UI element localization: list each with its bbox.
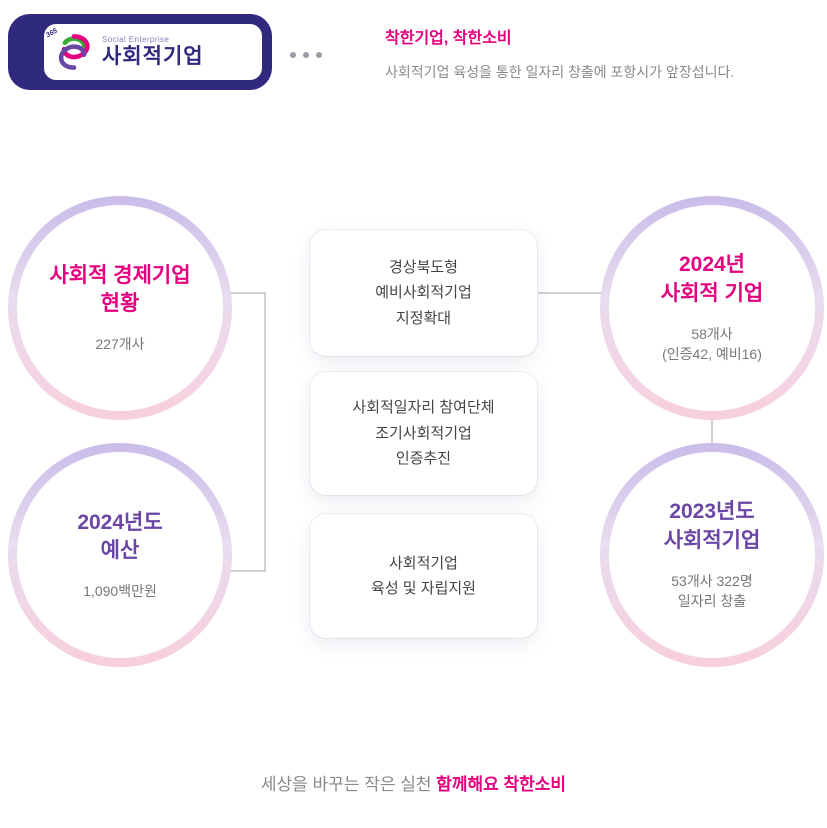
footer-lead: 세상을 바꾸는 작은 실천	[260, 775, 432, 794]
stat-circle-2024-enterprises: 2024년 사회적 기업 58개사 (인증42, 예비16)	[600, 196, 824, 420]
logo-title: 사회적기업	[102, 44, 204, 68]
stat-circle-economy-status: 사회적 경제기업 현황 227개사	[8, 196, 232, 420]
connector-left-vertical	[264, 292, 266, 572]
stat-title: 2024년도 예산	[77, 510, 163, 562]
stat-value: 227개사	[95, 336, 145, 353]
stat-title: 사회적 경제기업 현황	[49, 263, 191, 315]
stat-circle-budget: 2024년도 예산 1,090백만원	[8, 443, 232, 667]
connector-right-horizontal	[535, 292, 603, 294]
footer-emphasis-2: 착한소비	[503, 775, 567, 794]
slogan-subtitle: 사회적기업 육성을 통한 일자리 창출에 포항시가 앞장섭니다.	[385, 64, 735, 80]
logo-card: 365 Social Enterprise 사회적기업	[44, 24, 262, 80]
logo-text: Social Enterprise 사회적기업	[102, 35, 204, 68]
connector-left-top	[224, 292, 266, 294]
stat-value: 58개사 (인증42, 예비16)	[662, 326, 762, 363]
site-logo-badge[interactable]: 365 Social Enterprise 사회적기업	[8, 14, 272, 90]
stat-circle-inner: 2024년도 예산 1,090백만원	[17, 452, 223, 658]
stat-title: 2024년 사회적 기업	[660, 253, 764, 305]
program-box-designation: 경상북도형 예비사회적기업 지정확대	[310, 230, 537, 356]
header-slogan: 착한기업, 착한소비 사회적기업 육성을 통한 일자리 창출에 포항시가 앞장섭…	[385, 24, 734, 82]
stat-circle-inner: 사회적 경제기업 현황 227개사	[17, 205, 223, 411]
stat-value: 53개사 322명 일자리 창출	[671, 573, 753, 610]
stat-value: 1,090백만원	[83, 583, 157, 600]
footer-slogan: 세상을 바꾸는 작은 실천 함께해요 착한소비	[0, 770, 827, 795]
stat-title: 2023년도 사회적기업	[663, 500, 761, 552]
stat-circle-2023-jobs: 2023년도 사회적기업 53개사 322명 일자리 창출	[600, 443, 824, 667]
stat-circle-inner: 2024년 사회적 기업 58개사 (인증42, 예비16)	[609, 205, 815, 411]
stat-circle-inner: 2023년도 사회적기업 53개사 322명 일자리 창출	[609, 452, 815, 658]
connector-left-bottom	[224, 570, 266, 572]
se-swirl-logo-icon	[58, 34, 90, 70]
slogan-title: 착한기업, 착한소비	[385, 30, 512, 47]
footer-emphasis-1: 함께해요	[436, 775, 499, 794]
program-box-certification: 사회적일자리 참여단체 조기사회적기업 인증추진	[310, 372, 537, 495]
separator-dots-icon	[290, 52, 322, 58]
program-box-support: 사회적기업 육성 및 자립지원	[310, 514, 537, 638]
logo-subtitle: Social Enterprise	[102, 35, 170, 45]
connector-right-vertical	[711, 415, 713, 448]
